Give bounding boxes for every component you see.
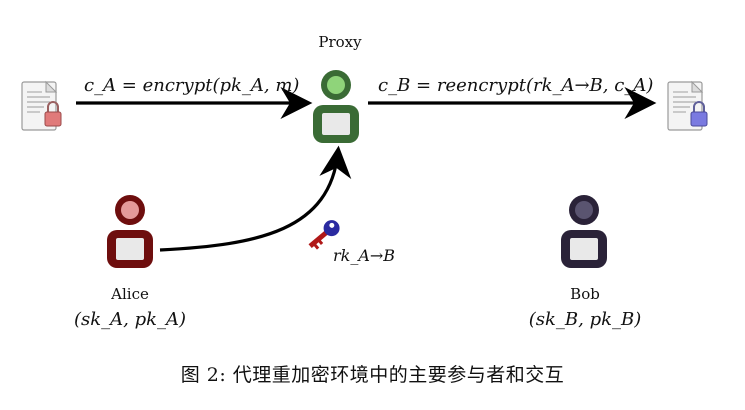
proxy-label: Proxy [318, 33, 362, 51]
encrypt-formula: c_A = encrypt(pk_A, m) [84, 75, 299, 96]
figure-caption: 图 2: 代理重加密环境中的主要参与者和交互 [180, 364, 565, 386]
encrypted-document-left-icon [21, 80, 62, 131]
bob-keys: (sk_B, pk_B) [529, 309, 642, 330]
alice-avatar [107, 195, 153, 268]
encrypted-document-right-icon [667, 80, 708, 131]
rekey-label: rk_A→B [333, 246, 395, 265]
arrow-rekey [159, 145, 352, 252]
proxy-avatar [313, 70, 359, 143]
key-icon [308, 220, 340, 250]
alice-label: Alice [110, 285, 149, 303]
bob-label: Bob [570, 285, 600, 303]
alice-keys: (sk_A, pk_A) [74, 309, 186, 330]
bob-avatar [561, 195, 607, 268]
reencrypt-formula: c_B = reencrypt(rk_A→B, c_A) [378, 75, 653, 96]
